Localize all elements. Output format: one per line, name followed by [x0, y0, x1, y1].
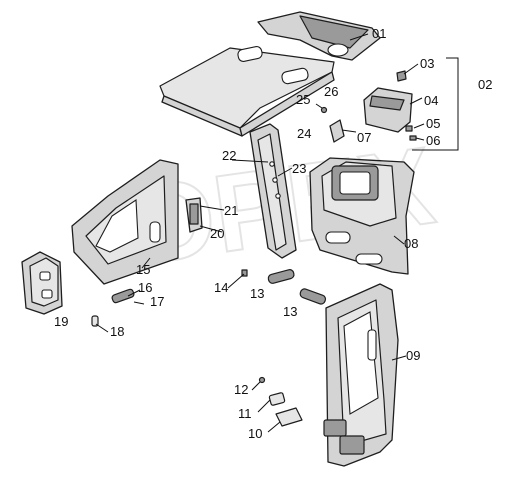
- label-23: 23: [292, 161, 306, 176]
- label-24: 24: [297, 126, 311, 141]
- label-25: 25: [296, 92, 310, 107]
- part-14-screw: [241, 269, 248, 277]
- part-19-bracket: [21, 251, 63, 315]
- label-12: 12: [234, 382, 248, 397]
- part-16-spring: [111, 288, 135, 304]
- part-13-spring-b: [299, 288, 327, 305]
- label-10: 10: [248, 426, 262, 441]
- label-19: 19: [54, 314, 68, 329]
- label-11: 11: [238, 406, 252, 421]
- part-06-screw: [409, 135, 417, 141]
- part-20-grab-handle: [185, 197, 203, 233]
- label-02: 02: [478, 77, 492, 92]
- label-08: 08: [404, 236, 418, 251]
- label-05: 05: [426, 116, 440, 131]
- part-15-side-panel: [71, 159, 179, 285]
- leader-lines: [95, 33, 425, 433]
- label-17: 17: [150, 294, 164, 309]
- part-13-spring-a: [267, 269, 295, 284]
- label-20: 20: [210, 226, 224, 241]
- label-14: 14: [214, 280, 228, 295]
- part-05-clip: [405, 125, 413, 132]
- label-26: 26: [324, 84, 338, 99]
- label-04: 04: [424, 93, 438, 108]
- part-10-plate: [275, 407, 303, 427]
- label-22: 22: [222, 148, 236, 163]
- label-18: 18: [110, 324, 124, 339]
- pillar-trim: [249, 123, 297, 259]
- part-18-pin: [91, 315, 99, 327]
- part-03-screw: [396, 70, 407, 82]
- label-03: 03: [420, 56, 434, 71]
- label-01: 01: [372, 26, 386, 41]
- part-labels: 01 02 03 04 05 06 07 08 09 10 11 12 13 1…: [54, 26, 492, 441]
- part-26-screw: [320, 106, 328, 114]
- label-13a: 13: [250, 286, 264, 301]
- label-13b: 13: [283, 304, 297, 319]
- roof-headliner-panel: [159, 46, 335, 137]
- part-12-screw: [258, 376, 266, 384]
- part-09-door-panel: [323, 283, 399, 467]
- group-02-bracket: [412, 57, 459, 151]
- part-08-rear-panel: [309, 157, 415, 275]
- label-09: 09: [406, 348, 420, 363]
- part-24-latch: [329, 119, 345, 143]
- label-07: 07: [357, 130, 371, 145]
- label-15: 15: [136, 262, 150, 277]
- label-21: 21: [224, 203, 238, 218]
- part-04-console-box: [363, 87, 413, 133]
- label-16: 16: [138, 280, 152, 295]
- label-06: 06: [426, 133, 440, 148]
- part-11-cap: [268, 392, 286, 406]
